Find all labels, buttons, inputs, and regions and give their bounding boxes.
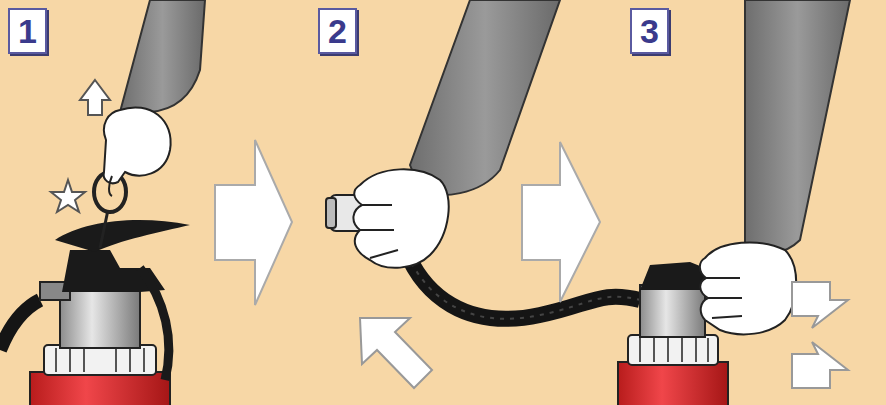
collar	[44, 345, 156, 375]
squeeze-arrow	[792, 342, 848, 388]
hand	[104, 107, 171, 183]
step-number-box: 3	[630, 8, 669, 54]
sleeve	[120, 0, 205, 112]
sleeve	[410, 0, 560, 195]
handle	[55, 220, 190, 252]
valve-body	[640, 285, 705, 337]
step-arrow	[215, 140, 292, 305]
pull-arrow	[80, 80, 110, 115]
aim-arrow	[360, 318, 432, 388]
cylinder	[30, 372, 170, 405]
valve-body	[60, 290, 140, 348]
step-1-pull-pin	[0, 0, 205, 405]
step-3-squeeze	[618, 0, 850, 405]
callout-number: 1	[18, 14, 37, 48]
hand	[700, 242, 796, 334]
callout-number: 3	[640, 14, 659, 48]
hand	[353, 169, 448, 267]
sleeve	[745, 0, 850, 254]
collar	[628, 335, 718, 365]
step-number-box: 2	[318, 8, 357, 54]
lever	[140, 268, 169, 380]
callout-number: 2	[328, 14, 347, 48]
step-arrow	[522, 142, 600, 302]
hose	[0, 300, 40, 350]
cylinder	[618, 362, 728, 405]
squeeze-arrow	[792, 282, 848, 328]
step-number-box: 1	[8, 8, 47, 54]
pin	[100, 210, 108, 248]
step-2-aim-nozzle	[326, 0, 640, 388]
star	[51, 180, 85, 212]
